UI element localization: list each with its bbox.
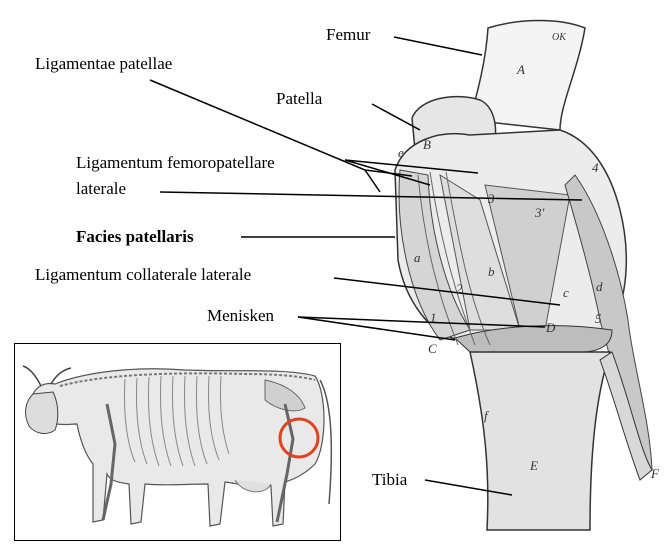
cow-head <box>26 392 58 433</box>
leader-femur <box>394 37 482 55</box>
letter-2: 2 <box>456 281 463 296</box>
cow-skeleton-inset <box>14 343 341 541</box>
letter-F: F <box>650 466 660 481</box>
letter-C: C <box>428 341 437 356</box>
letter-B: B <box>423 137 431 152</box>
label-femoropatellare-line2: laterale <box>76 180 126 197</box>
letter-c: c <box>563 285 569 300</box>
letter-d: d <box>596 279 603 294</box>
letter-E: E <box>529 458 538 473</box>
label-collaterale-laterale: Ligamentum collaterale laterale <box>35 266 251 283</box>
letter-1: 1 <box>430 310 437 325</box>
letter-e: e <box>398 145 404 160</box>
label-femoropatellare-line1: Ligamentum femoropatellare <box>76 154 275 171</box>
label-tibia: Tibia <box>372 471 407 488</box>
letter-4: 4 <box>592 160 599 175</box>
letter-D: D <box>545 320 556 335</box>
leader-ligamentae-patellae <box>150 80 380 192</box>
label-menisken: Menisken <box>207 307 274 324</box>
cow-skeleton-drawing <box>15 344 340 540</box>
letter-b: b <box>488 264 495 279</box>
tibia-bone <box>470 352 610 530</box>
letter-3: 3 <box>487 191 495 206</box>
label-femur: Femur <box>326 26 370 43</box>
letter-a: a <box>414 250 421 265</box>
letter-tag: OK <box>552 32 567 43</box>
label-patella: Patella <box>276 90 322 107</box>
label-ligamentae-patellae: Ligamentae patellae <box>35 55 172 72</box>
letter-5: 5 <box>595 311 602 326</box>
letter-3p: 3' <box>534 205 545 220</box>
letter-A: A <box>516 62 525 77</box>
label-facies-patellaris: Facies patellaris <box>76 228 194 245</box>
